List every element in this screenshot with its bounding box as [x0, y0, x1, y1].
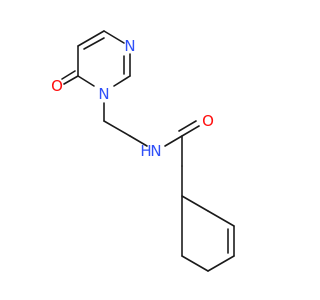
bond-r5-r6: [181, 255, 209, 272]
molecule-diagram: O N N N H O: [51, 30, 235, 272]
atoms: O N N N H O: [51, 37, 214, 160]
bond-c6-o1: [63, 75, 79, 85]
atom-n1: N: [98, 85, 109, 103]
bond-ch2-nh: [129, 135, 148, 147]
bond-co-o2: [181, 125, 200, 137]
bond-c4-n3: [103, 30, 125, 44]
atom-n1-label: N: [98, 85, 109, 103]
bond-nh-co: [164, 135, 183, 147]
bond-c5-c4: [77, 30, 105, 47]
bond-c6-o1-second: [61, 70, 76, 80]
structure-svg: O N N N H O: [51, 30, 235, 272]
atom-o1-label: O: [51, 77, 63, 95]
bond-co-o2-second: [178, 120, 197, 132]
bond-r4-r5: [207, 255, 235, 272]
bond-r2-r3: [207, 210, 235, 227]
atom-n3-label: N: [124, 37, 135, 55]
bond-n1-c6: [77, 75, 95, 87]
atom-o1: O: [51, 77, 63, 95]
bond-c5-c4-inner: [83, 37, 105, 50]
atom-n-amide: N H: [140, 142, 161, 160]
atom-n-amide-label: N: [150, 142, 161, 160]
bond-c2-n1: [113, 75, 131, 87]
atom-n3: N: [124, 37, 135, 55]
atom-h-amide-label: H: [140, 142, 151, 160]
bond-r1-r2: [181, 195, 209, 212]
bond-ch2-ch2: [103, 120, 131, 137]
atom-o2: O: [202, 112, 214, 130]
atom-o2-label: O: [202, 112, 214, 130]
bonds: [61, 30, 235, 272]
